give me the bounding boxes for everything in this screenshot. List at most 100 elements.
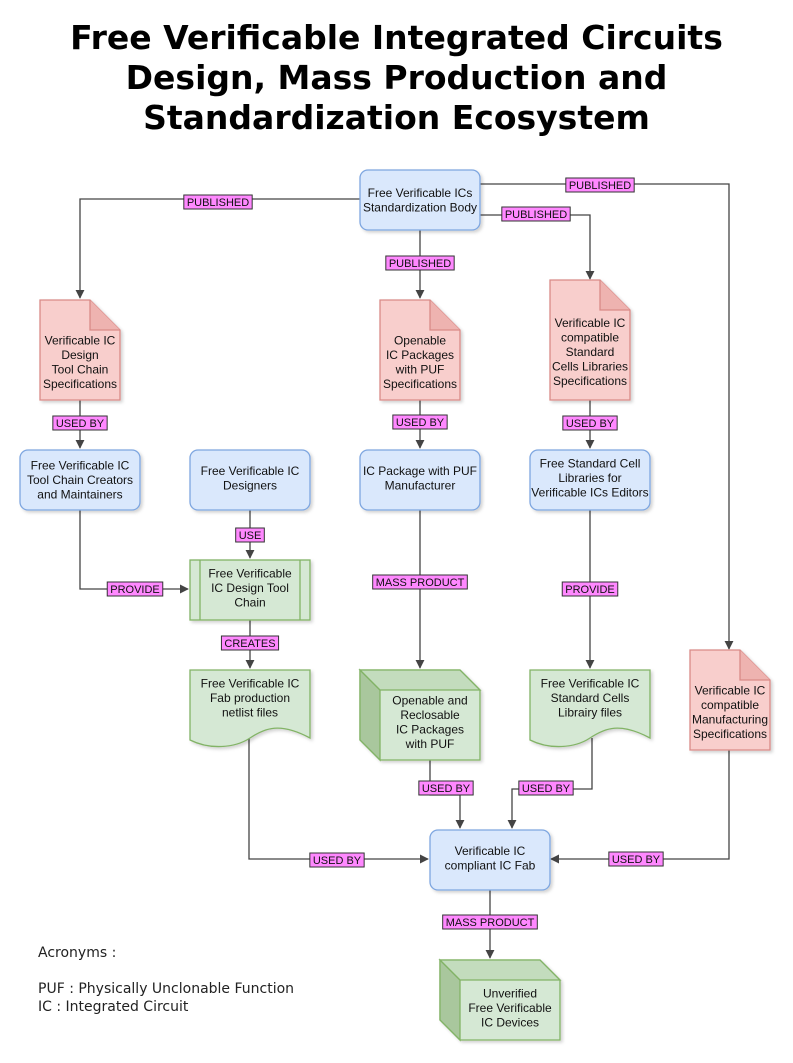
node-text-line: Fab production (210, 691, 290, 705)
node-text-line: Designers (223, 478, 277, 492)
node-text-line: compliant IC Fab (445, 858, 536, 872)
edge-body-to-cells-specs (480, 214, 595, 280)
acronym-ic: IC : Integrated Circuit (38, 999, 189, 1015)
node-text-line: Standard Cells (551, 691, 630, 705)
node-text-line: Verificable IC (45, 333, 116, 347)
node-text-line: Specifications (43, 377, 117, 391)
title-line-2: Design, Mass Production and (125, 58, 668, 97)
edge-label: USE (235, 527, 265, 543)
edge-label-used-by-5: USED BY (522, 783, 571, 795)
edge-label-used-by-3: USED BY (566, 418, 615, 430)
edge-label-mass-product-1: MASS PRODUCT (376, 577, 465, 589)
edge-label: PUBLISHED (385, 255, 455, 271)
edge-label-published-1: PUBLISHED (187, 197, 249, 209)
edge-label-mass-product-2: MASS PRODUCT (446, 917, 535, 929)
node-text-line: Specifications (383, 377, 457, 391)
node-text-line: Free Verificable ICs (368, 186, 473, 200)
title-line-1: Free Verificable Integrated Circuits (70, 18, 723, 57)
node-text-line: Standard (566, 345, 615, 359)
node-text-line: Free Standard Cell (540, 457, 641, 471)
edge-label: USED BY (392, 414, 448, 430)
edge-label-provide-1: PROVIDE (110, 584, 160, 596)
edge-label-used-by-1: USED BY (56, 418, 105, 430)
node-text-line: Design (61, 348, 98, 362)
node-text-line: Free Verificable IC (541, 677, 640, 691)
edge-label: USED BY (518, 780, 574, 796)
edge-label: PUBLISHED (565, 177, 635, 193)
edge-label-use: USE (239, 530, 262, 542)
edge-labels: PUBLISHED PUBLISHED PUBLISHED PUBLISHED … (52, 177, 664, 930)
node-text-line: Libraries for (558, 471, 621, 485)
node-text-line: Manufacturing (692, 712, 768, 726)
edge-label-used-by-2: USED BY (396, 417, 445, 429)
edge-label-used-by-7: USED BY (612, 854, 661, 866)
edge-label: PUBLISHED (501, 206, 571, 222)
node-text-line: Free Verificable IC (201, 464, 300, 478)
node-text-line: Free Verificable IC (31, 459, 130, 473)
edge-creators-to-toolchain (79, 510, 189, 594)
edge-label: USED BY (52, 415, 108, 431)
node-text-line: Standardization Body (363, 200, 477, 214)
edge-label: USED BY (418, 780, 474, 796)
node-text-line: Manufacturer (385, 478, 456, 492)
edge-label: USED BY (309, 852, 365, 868)
node-text-line: Verificable IC (555, 316, 626, 330)
edge-label-creates: CREATES (224, 638, 275, 650)
edge-label: MASS PRODUCT (372, 574, 468, 590)
edge-label-used-by-6: USED BY (313, 855, 362, 867)
edge-label: MASS PRODUCT (442, 914, 538, 930)
node-text-line: Free Verificable (468, 1001, 552, 1015)
edge-netlist-to-fab (248, 738, 429, 864)
edge-label-published-2: PUBLISHED (569, 180, 631, 192)
edge-label: PUBLISHED (183, 194, 253, 210)
node-text-line: Verificable IC (695, 683, 766, 697)
node-text-line: Librairy files (558, 706, 622, 720)
edge-label: PROVIDE (106, 581, 164, 597)
acronym-puf: PUF : Physically Unclonable Function (38, 981, 295, 997)
node-text-line: IC Devices (481, 1016, 539, 1030)
node-text-line: Chain (234, 596, 265, 610)
edge-label: PROVIDE (561, 581, 619, 597)
node-text-line: Cells Libraries (552, 360, 628, 374)
node-text-line: compatible (561, 331, 619, 345)
edge-label-provide-2: PROVIDE (565, 584, 615, 596)
edge-body-to-manufacturing-specs (480, 183, 734, 650)
node-text-line: Free Verificable IC (201, 677, 300, 691)
node-text-line: Tool Chain (52, 362, 109, 376)
node-text-line: Reclosable (400, 708, 460, 722)
node-text-line: Openable (394, 333, 446, 347)
acronyms-heading: Acronyms : (38, 945, 117, 961)
edge-label: USED BY (562, 415, 618, 431)
title-line-3: Standardization Ecosystem (143, 98, 650, 137)
node-text-line: IC Packages (396, 722, 464, 736)
node-text-line: compatible (701, 698, 759, 712)
edge-label-published-3: PUBLISHED (505, 209, 567, 221)
node-text-line: and Maintainers (37, 488, 122, 502)
edge-label-used-by-4: USED BY (422, 783, 471, 795)
node-text-line: Specifications (693, 727, 767, 741)
node-text-line: Verificable IC (455, 844, 526, 858)
node-text-line: Openable and (392, 693, 467, 707)
